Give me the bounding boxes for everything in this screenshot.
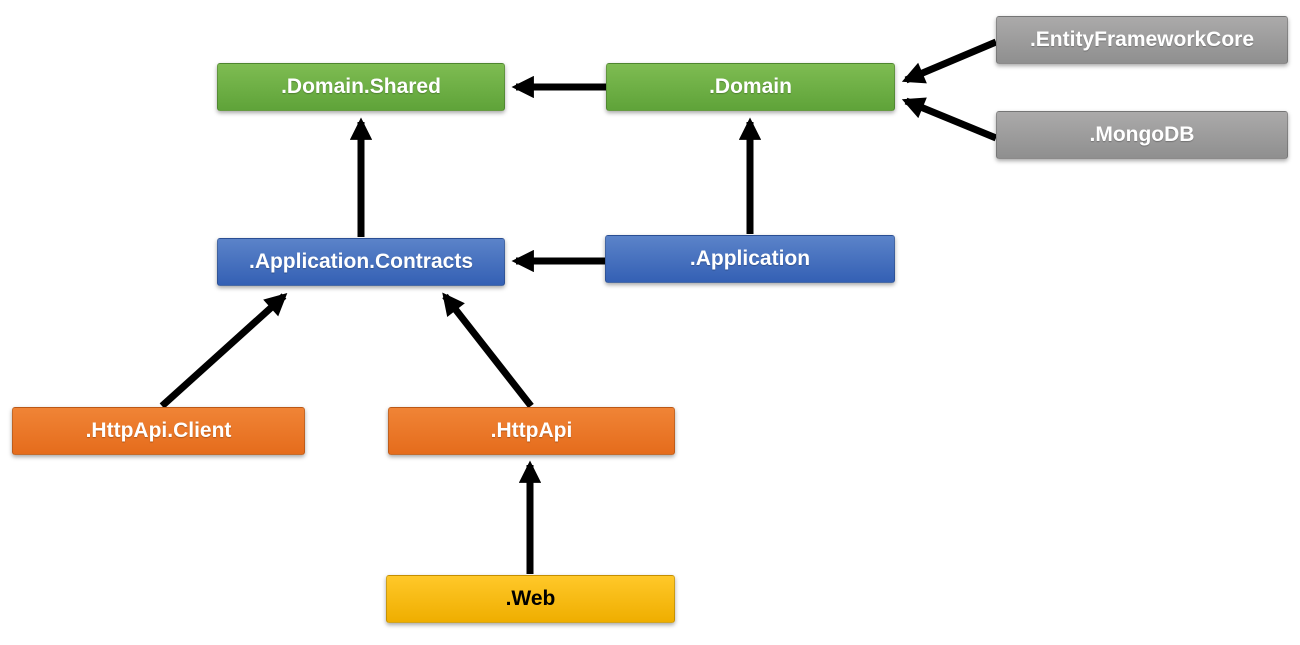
node-application-contracts: .Application.Contracts [217,238,505,286]
node-httpapi: .HttpApi [388,407,675,455]
node-application: .Application [605,235,895,283]
arrow-httpapi-client-to-application-contracts [159,293,288,409]
node-mongodb: .MongoDB [996,111,1288,159]
node-entityframeworkcore: .EntityFrameworkCore [996,16,1288,64]
node-domain-label: .Domain [709,75,792,98]
node-mongodb-label: .MongoDB [1089,123,1195,146]
node-web: .Web [386,575,675,623]
node-httpapi-label: .HttpApi [490,419,573,442]
arrow-httpapi-to-application-contracts [442,292,534,409]
arrow-mongodb-to-domain [901,97,998,142]
node-httpapi-client-label: .HttpApi.Client [85,419,232,442]
node-web-label: .Web [505,587,556,610]
node-domain: .Domain [606,63,895,111]
node-domain-shared: .Domain.Shared [217,63,505,111]
arrow-entityframeworkcore-to-domain [901,38,998,84]
node-domain-shared-label: .Domain.Shared [281,75,441,98]
node-httpapi-client: .HttpApi.Client [12,407,305,455]
node-entityframeworkcore-label: .EntityFrameworkCore [1029,28,1255,51]
node-application-label: .Application [689,247,811,270]
node-application-contracts-label: .Application.Contracts [248,250,474,273]
